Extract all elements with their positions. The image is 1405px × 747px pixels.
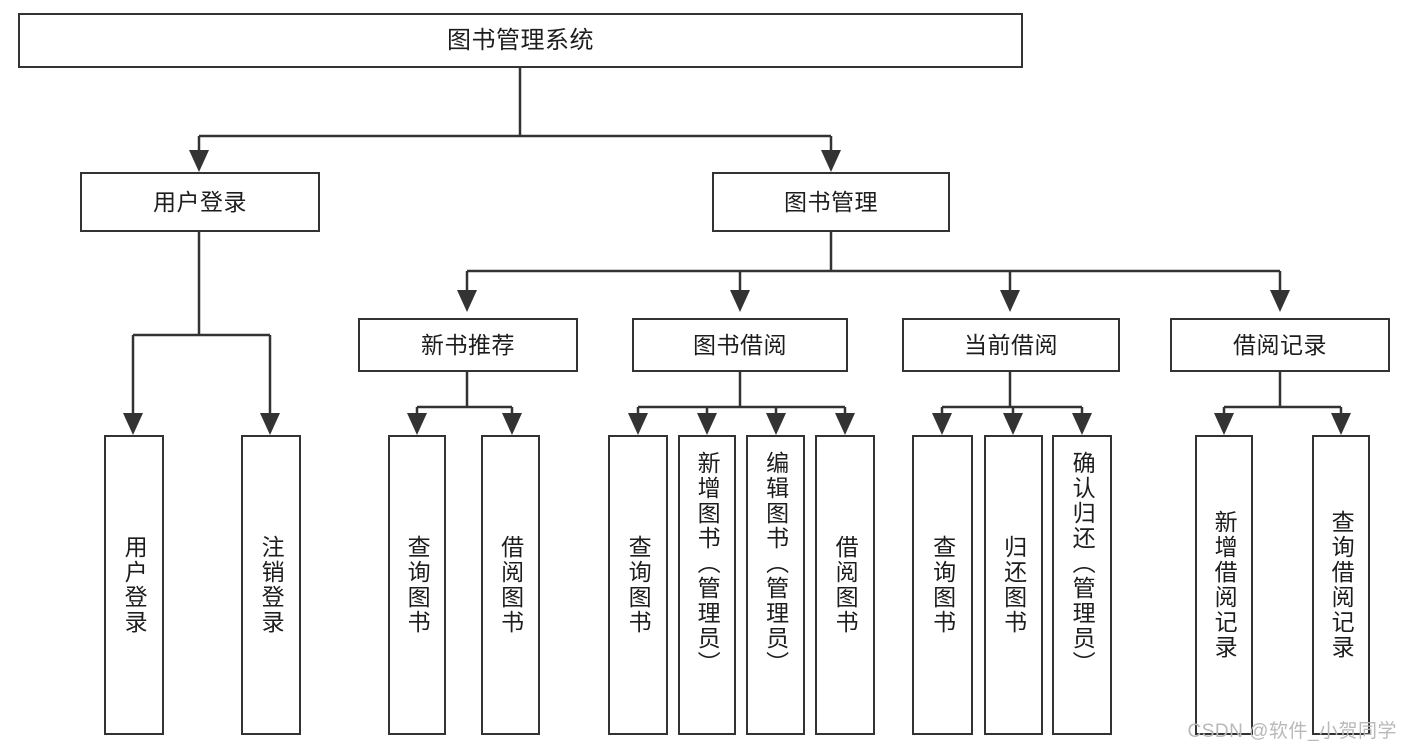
leaf-logout-login[interactable]: 注销登录 [241, 435, 301, 735]
node-label: 查询图书 [625, 535, 652, 635]
node-new-book-recommend[interactable]: 新书推荐 [358, 318, 578, 372]
leaf-query-book-borrow[interactable]: 查询图书 [608, 435, 668, 735]
node-book-management[interactable]: 图书管理 [712, 172, 950, 232]
leaf-user-login[interactable]: 用户登录 [104, 435, 164, 735]
node-label: 借阅图书 [832, 535, 859, 635]
node-label: 确认归还（管理员） [1069, 451, 1096, 676]
node-label: 注销登录 [258, 535, 285, 635]
node-borrow-record[interactable]: 借阅记录 [1170, 318, 1390, 372]
node-label: 借阅图书 [497, 535, 524, 635]
leaf-query-book-recommend[interactable]: 查询图书 [388, 435, 446, 735]
leaf-return-book[interactable]: 归还图书 [984, 435, 1043, 735]
node-current-borrow[interactable]: 当前借阅 [902, 318, 1120, 372]
node-label: 编辑图书（管理员） [762, 451, 789, 676]
node-root-book-management-system[interactable]: 图书管理系统 [18, 13, 1023, 68]
node-label: 查询借阅记录 [1328, 510, 1355, 660]
leaf-confirm-return-admin[interactable]: 确认归还（管理员） [1052, 435, 1112, 735]
node-label: 用户登录 [121, 535, 148, 635]
node-book-borrow[interactable]: 图书借阅 [632, 318, 848, 372]
leaf-query-borrow-record[interactable]: 查询借阅记录 [1312, 435, 1370, 735]
leaf-query-book-current[interactable]: 查询图书 [912, 435, 973, 735]
leaf-borrow-book-recommend[interactable]: 借阅图书 [481, 435, 540, 735]
node-label: 当前借阅 [964, 331, 1058, 358]
node-label: 新增图书（管理员） [694, 451, 721, 676]
node-label: 归还图书 [1000, 535, 1027, 635]
node-label: 新书推荐 [421, 331, 515, 358]
csdn-watermark: CSDN @软件_小贺同学 [1187, 721, 1397, 742]
leaf-edit-book-admin[interactable]: 编辑图书（管理员） [746, 435, 805, 735]
node-user-login[interactable]: 用户登录 [80, 172, 320, 232]
node-label: 借阅记录 [1233, 331, 1327, 358]
leaf-add-borrow-record[interactable]: 新增借阅记录 [1195, 435, 1253, 735]
node-label: 图书管理 [784, 188, 878, 215]
node-label: 用户登录 [153, 188, 247, 215]
node-label: 查询图书 [404, 535, 431, 635]
node-label: 图书管理系统 [447, 26, 594, 54]
leaf-borrow-book-borrow[interactable]: 借阅图书 [815, 435, 875, 735]
node-label: 查询图书 [929, 535, 956, 635]
node-label: 图书借阅 [693, 331, 787, 358]
leaf-add-book-admin[interactable]: 新增图书（管理员） [678, 435, 736, 735]
node-label: 新增借阅记录 [1211, 510, 1238, 660]
